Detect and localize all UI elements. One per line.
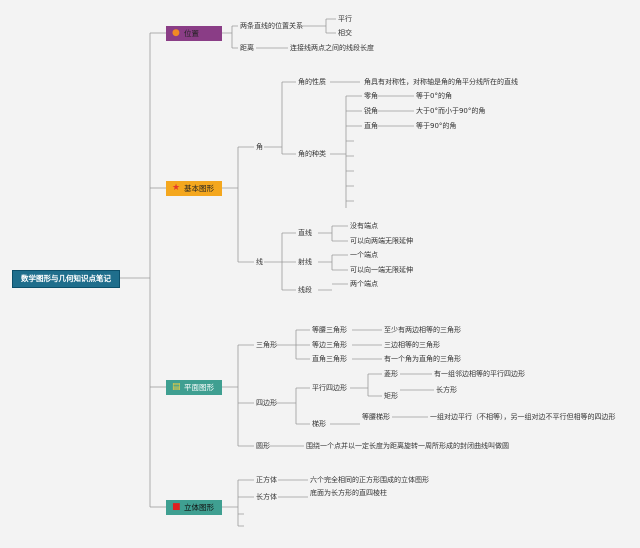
node-equilateral-triangle[interactable]: 等边三角形 <box>312 341 347 349</box>
node-circle-def[interactable]: 围绕一个点并以一定长度为距离旋转一周所形成的封闭曲线叫做圆 <box>306 442 509 450</box>
node-intersect[interactable]: 相交 <box>338 29 352 37</box>
node-isosceles-trapezoid-def[interactable]: 一组对边平行（不相等），另一组对边不平行但相等的四边形 <box>430 413 616 421</box>
node-right-angle[interactable]: 直角 <box>364 122 378 130</box>
note-icon: ▤ <box>172 382 181 392</box>
node-right-triangle-def[interactable]: 有一个角为直角的三角形 <box>384 355 461 363</box>
category-position[interactable]: ● 位置 <box>166 26 222 41</box>
node-right-triangle[interactable]: 直角三角形 <box>312 355 347 363</box>
orange-circle-icon: ● <box>172 28 180 38</box>
node-ray-2[interactable]: 可以向一端无限延伸 <box>350 266 413 274</box>
node-rhombus-def[interactable]: 有一组邻边相等的平行四边形 <box>434 370 525 378</box>
node-segment[interactable]: 线段 <box>298 286 312 294</box>
node-circle[interactable]: 圆形 <box>256 442 270 450</box>
node-ray[interactable]: 射线 <box>298 258 312 266</box>
node-angle-property[interactable]: 角的性质 <box>298 78 326 86</box>
node-oblong[interactable]: 长方形 <box>436 386 457 394</box>
node-isosceles-triangle-def[interactable]: 至少有两边相等的三角形 <box>384 326 461 334</box>
node-distance[interactable]: 距离 <box>240 44 254 52</box>
node-cube-def[interactable]: 六个完全相同的正方形围成的立体图形 <box>310 476 429 484</box>
node-straight-2[interactable]: 可以向两端无限延伸 <box>350 237 413 245</box>
node-cuboid[interactable]: 长方体 <box>256 493 277 501</box>
category-solid-shapes[interactable]: ■ 立体图形 <box>166 500 222 515</box>
node-isosceles-trapezoid[interactable]: 等腰梯形 <box>362 413 390 421</box>
node-parallelogram[interactable]: 平行四边形 <box>312 384 347 392</box>
node-right-angle-def[interactable]: 等于90°的角 <box>416 122 457 130</box>
node-cube[interactable]: 正方体 <box>256 476 277 484</box>
category-basic-shapes[interactable]: ★ 基本图形 <box>166 181 222 196</box>
node-straight-line[interactable]: 直线 <box>298 229 312 237</box>
node-rectangle[interactable]: 矩形 <box>384 392 398 400</box>
node-zero-angle-def[interactable]: 等于0°的角 <box>416 92 452 100</box>
node-parallel[interactable]: 平行 <box>338 15 352 23</box>
node-distance-def[interactable]: 连接线两点之间的线段长度 <box>290 44 374 52</box>
node-angle-types[interactable]: 角的种类 <box>298 150 326 158</box>
node-cuboid-def[interactable]: 底面为长方形的直四棱柱 <box>310 489 387 497</box>
root-node[interactable]: 数学图形与几何知识点笔记 <box>12 270 120 288</box>
red-square-icon: ■ <box>172 502 181 512</box>
node-isosceles-triangle[interactable]: 等腰三角形 <box>312 326 347 334</box>
node-triangle[interactable]: 三角形 <box>256 341 277 349</box>
node-two-lines[interactable]: 两条直线的位置关系 <box>240 22 303 30</box>
node-acute-angle-def[interactable]: 大于0°而小于90°的角 <box>416 107 486 115</box>
node-zero-angle[interactable]: 零角 <box>364 92 378 100</box>
node-equilateral-triangle-def[interactable]: 三边相等的三角形 <box>384 341 440 349</box>
node-line[interactable]: 线 <box>256 258 263 266</box>
node-rhombus[interactable]: 菱形 <box>384 370 398 378</box>
red-star-icon: ★ <box>172 183 181 193</box>
node-trapezoid[interactable]: 梯形 <box>312 420 326 428</box>
node-angle[interactable]: 角 <box>256 143 263 151</box>
node-straight-1[interactable]: 没有端点 <box>350 222 378 230</box>
node-segment-1[interactable]: 两个端点 <box>350 280 378 288</box>
node-acute-angle[interactable]: 锐角 <box>364 107 378 115</box>
category-plane-shapes[interactable]: ▤ 平面图形 <box>166 380 222 395</box>
node-angle-property-def[interactable]: 角具有对称性，对称轴是角的角平分线所在的直线 <box>364 78 518 86</box>
node-ray-1[interactable]: 一个端点 <box>350 251 378 259</box>
node-quadrilateral[interactable]: 四边形 <box>256 399 277 407</box>
